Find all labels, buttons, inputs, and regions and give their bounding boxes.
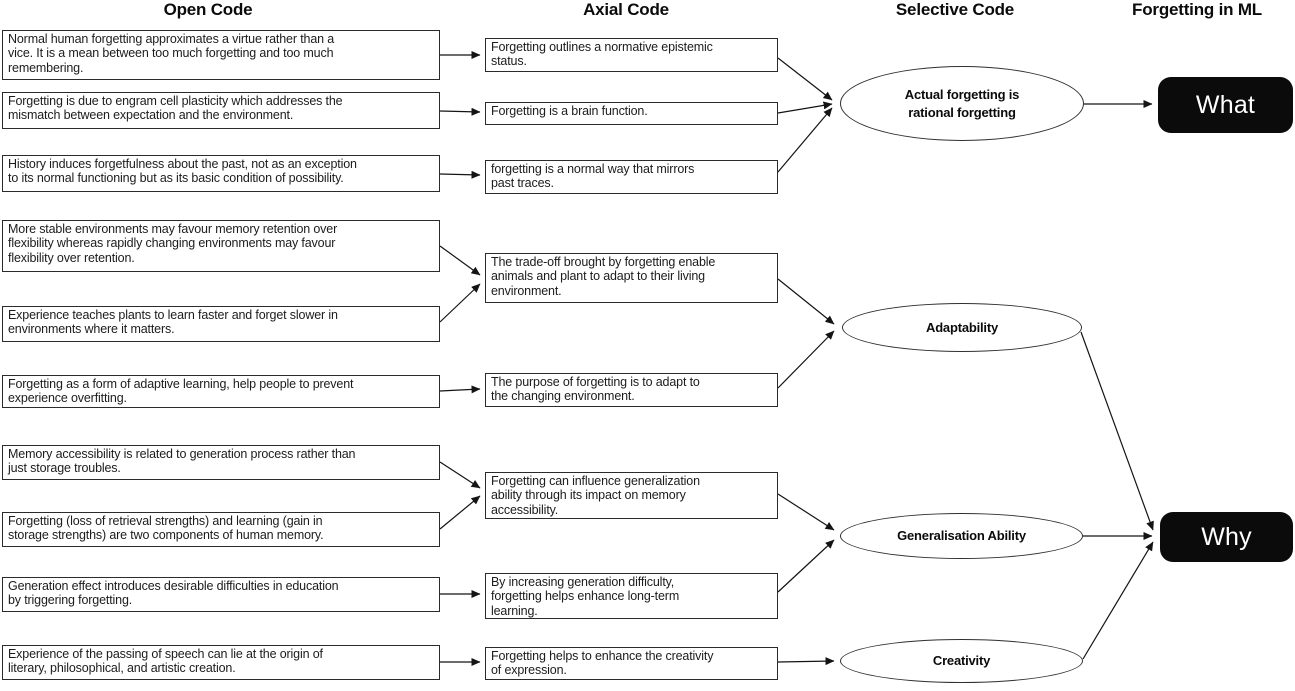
- axial-code-box-4: The trade-off brought by forgetting enab…: [485, 253, 778, 303]
- axial-code-box-5: The purpose of forgetting is to adapt to…: [485, 373, 778, 407]
- open-code-box-7: Memory accessibility is related to gener…: [2, 445, 440, 480]
- open-code-box-3: History induces forgetfulness about the …: [2, 155, 440, 192]
- arrow-open4-axial4: [439, 245, 481, 276]
- column-header-forgetting-in-ml: Forgetting in ML: [1132, 0, 1262, 19]
- arrow-selective4-why: [1082, 541, 1154, 660]
- axial-code-box-2: Forgetting is a brain function.: [485, 102, 778, 125]
- selective-code-ellipse-rational-forgetting: Actual forgetting is rational forgetting: [840, 66, 1084, 141]
- open-code-box-5: Experience teaches plants to learn faste…: [2, 306, 440, 342]
- ml-node-what: What: [1158, 77, 1293, 133]
- arrow-axial1-selective1: [777, 57, 833, 101]
- open-code-box-10: Experience of the passing of speech can …: [2, 645, 440, 680]
- open-code-box-4: More stable environments may favour memo…: [2, 220, 440, 272]
- axial-code-box-6: Forgetting can influence generalization …: [485, 472, 778, 519]
- arrow-axial3-selective1: [777, 107, 833, 173]
- arrow-axial4-selective2: [777, 278, 835, 325]
- axial-code-box-3: forgetting is a normal way that mirrors …: [485, 160, 778, 194]
- arrow-open7-axial6: [439, 461, 481, 489]
- selective-code-ellipse-generalisation: Generalisation Ability: [840, 513, 1083, 559]
- arrow-axial6-selective3: [777, 493, 835, 531]
- open-code-box-8: Forgetting (loss of retrieval strengths)…: [2, 512, 440, 547]
- axial-code-box-8: Forgetting helps to enhance the creativi…: [485, 647, 778, 680]
- axial-code-box-7: By increasing generation difficulty, for…: [485, 573, 778, 619]
- open-code-box-2: Forgetting is due to engram cell plastic…: [2, 92, 440, 129]
- arrow-axial7-selective3: [777, 539, 835, 593]
- arrow-axial5-selective2: [777, 330, 835, 389]
- open-code-box-1: Normal human forgetting approximates a v…: [2, 30, 440, 80]
- arrow-axial8-selective4: [777, 657, 835, 666]
- arrow-open3-axial3: [439, 170, 481, 179]
- open-code-box-9: Generation effect introduces desirable d…: [2, 577, 440, 612]
- selective-code-ellipse-creativity: Creativity: [840, 639, 1083, 683]
- column-header-selective-code: Selective Code: [895, 0, 1015, 19]
- open-code-box-6: Forgetting as a form of adaptive learnin…: [2, 375, 440, 408]
- arrow-open2-axial2: [439, 107, 481, 116]
- column-header-open-code: Open Code: [163, 0, 253, 19]
- arrow-open6-axial5: [439, 385, 481, 394]
- selective-code-ellipse-adaptability: Adaptability: [842, 303, 1082, 352]
- column-header-axial-code: Axial Code: [583, 0, 669, 19]
- arrow-open8-axial6: [439, 495, 481, 530]
- arrow-open5-axial4: [439, 283, 481, 323]
- arrow-selective2-why: [1080, 331, 1154, 531]
- arrow-axial2-selective1: [777, 101, 833, 114]
- ml-node-why: Why: [1160, 512, 1293, 562]
- axial-code-box-1: Forgetting outlines a normative epistemi…: [485, 38, 778, 72]
